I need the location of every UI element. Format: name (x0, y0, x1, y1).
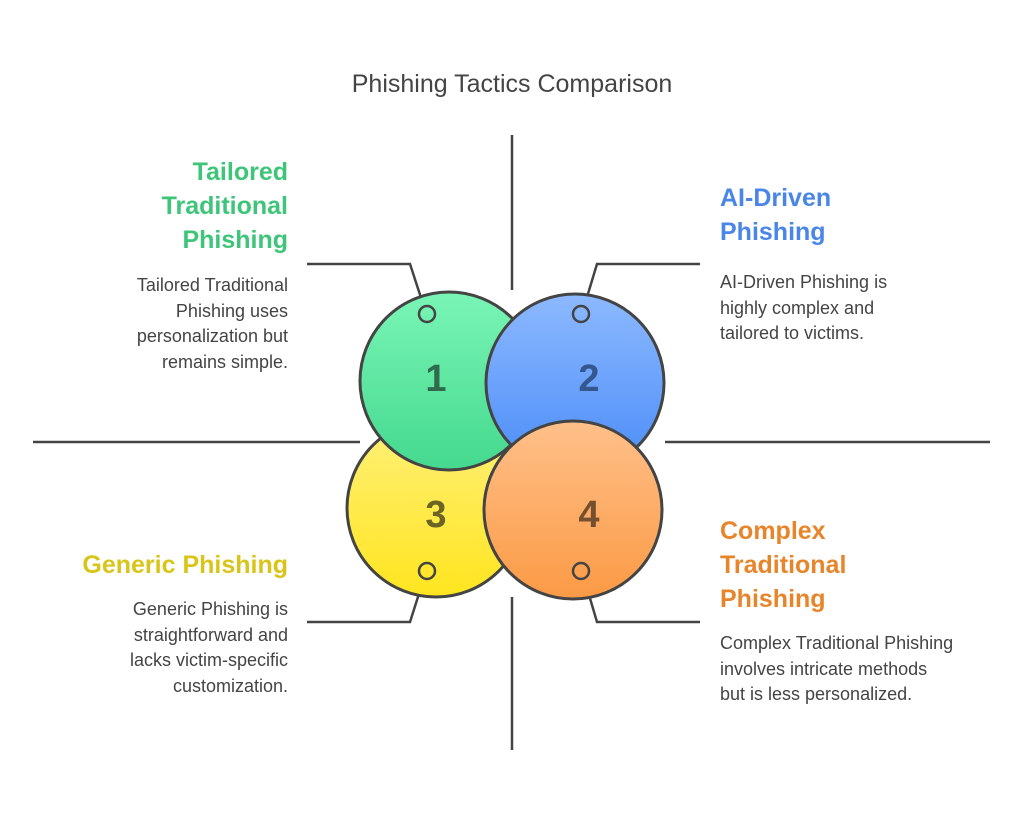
number-4: 4 (578, 494, 599, 536)
heading-complex-traditional: Complex Traditional Phishing (720, 517, 847, 613)
heading-tailored-traditional: Tailored Traditional Phishing (161, 158, 288, 254)
anchor-dot-2 (571, 304, 591, 324)
anchor-dot-3 (417, 561, 437, 581)
heading-generic: Generic Phishing (82, 551, 288, 579)
desc-generic: Generic Phishing is straightforward and … (129, 599, 288, 696)
leader-line-1 (307, 262, 426, 308)
desc-complex-traditional: Complex Traditional Phishing involves in… (720, 633, 954, 704)
number-1: 1 (425, 358, 446, 400)
circle-4 (482, 419, 664, 601)
number-2: 2 (578, 358, 599, 400)
desc-ai-driven: AI-Driven Phishing is highly complex and… (720, 272, 888, 343)
desc-tailored-traditional: Tailored Traditional Phishing uses perso… (136, 275, 288, 372)
anchor-dot-1 (417, 304, 437, 324)
anchor-dot-4 (571, 561, 591, 581)
diagram-title: Phishing Tactics Comparison (351, 70, 673, 98)
number-3: 3 (425, 494, 446, 536)
heading-ai-driven: AI-Driven Phishing (720, 184, 832, 246)
leader-line-2 (582, 262, 700, 308)
